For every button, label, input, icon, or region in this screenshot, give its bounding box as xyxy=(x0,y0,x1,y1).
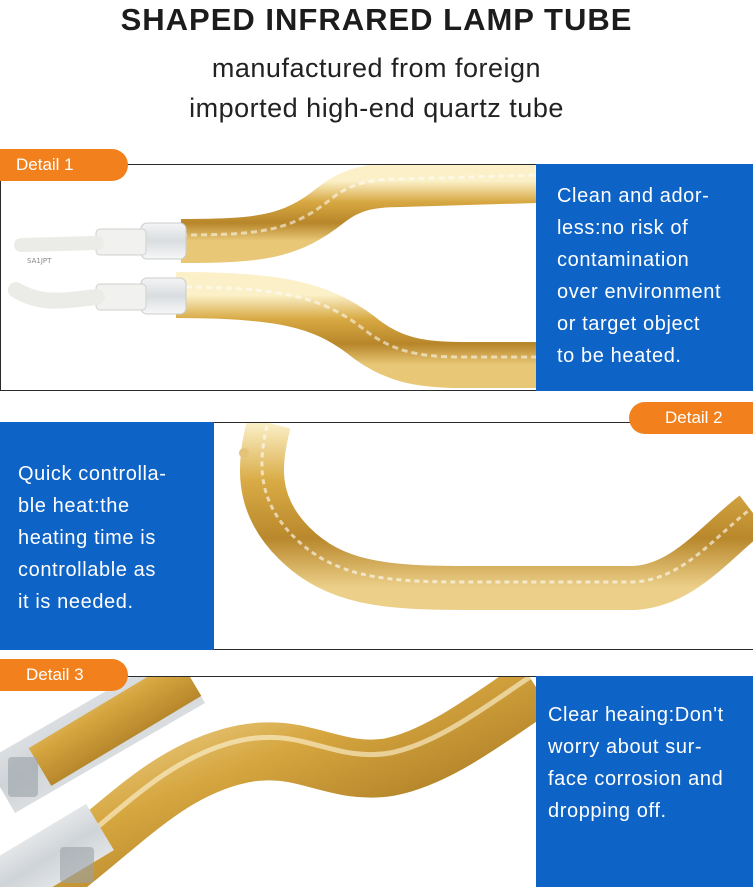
divider xyxy=(0,676,753,677)
divider xyxy=(0,422,753,423)
divider xyxy=(0,164,1,390)
detail-3-text: Clear heaing:Don't worry about sur- face… xyxy=(548,704,724,822)
subtitle-line-1: manufactured from foreign xyxy=(211,53,542,83)
page-title: SHAPED INFRARED LAMP TUBE xyxy=(120,2,633,37)
page-subtitle: manufactured from foreign imported high-… xyxy=(0,48,753,128)
detail-3-info-box: Clear heaing:Don't worry about sur- face… xyxy=(536,676,753,887)
lamp-tube-photo-3 xyxy=(0,677,536,887)
subtitle-line-2: imported high-end quartz tube xyxy=(189,93,564,123)
divider xyxy=(0,390,753,391)
detail-3-tag: Detail 3 xyxy=(0,659,128,691)
detail-2-tag: Detail 2 xyxy=(629,402,753,434)
detail-1-tag: Detail 1 xyxy=(0,149,128,181)
detail-1-text: Clean and ador- less:no risk of contamin… xyxy=(557,185,722,367)
divider xyxy=(0,649,753,650)
detail-2-info-box: Quick controlla- ble heat:the heating ti… xyxy=(0,422,214,650)
detail-2-text: Quick controlla- ble heat:the heating ti… xyxy=(18,463,167,613)
lamp-tube-photo-1: SA1JPT xyxy=(1,165,536,390)
detail-1-info-box: Clean and ador- less:no risk of contamin… xyxy=(536,164,753,391)
lamp-tube-photo-2 xyxy=(214,423,753,649)
wire-label: SA1JPT xyxy=(27,257,52,265)
